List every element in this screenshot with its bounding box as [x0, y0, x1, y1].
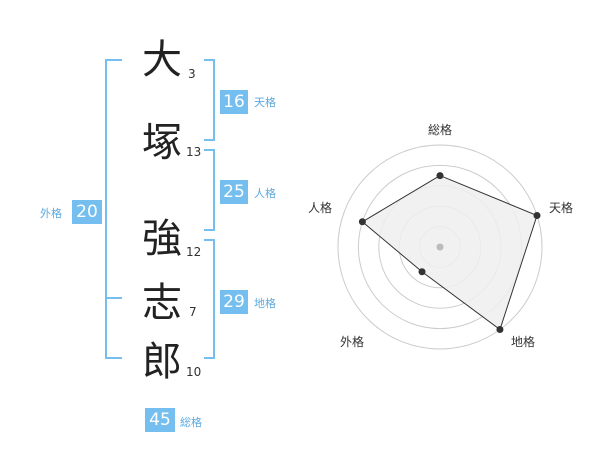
radar-center: [436, 243, 444, 251]
jinkaku-value: 25: [220, 180, 248, 204]
gaikaku-bracket: [105, 59, 122, 359]
name-char-2: 塚: [142, 120, 182, 166]
chikaku-value: 29: [220, 290, 248, 314]
radar-axis-label-4: 人格: [308, 201, 333, 215]
radar-polygon: [361, 175, 538, 331]
tenkaku-label: 天格: [254, 96, 276, 109]
radar-axis-label-0: 総格: [428, 123, 453, 137]
jinkaku-label: 人格: [254, 187, 276, 200]
name-char-3: 強: [142, 216, 182, 262]
gaikaku-label: 外格: [40, 207, 62, 220]
radar-point-4: [358, 218, 366, 226]
jinkaku-bracket: [204, 149, 215, 231]
radar-point-0: [436, 172, 444, 180]
gaikaku-value: 20: [72, 200, 102, 224]
radar-point-2: [496, 326, 504, 334]
radar-point-3: [418, 268, 426, 276]
radar-axis-label-2: 地格: [511, 335, 536, 349]
soukaku-value: 45: [145, 408, 175, 432]
radar-point-1: [533, 211, 541, 219]
tenkaku-value: 16: [220, 90, 248, 114]
radar-ring: [337, 144, 543, 350]
name-char-5: 郎: [142, 339, 182, 385]
name-char-4: 志: [142, 280, 182, 326]
soukaku-label: 総格: [180, 416, 202, 429]
name-char-1-strokes: 3: [188, 67, 196, 81]
name-char-1: 大: [142, 37, 182, 83]
name-char-2-strokes: 13: [186, 145, 202, 159]
name-char-3-strokes: 12: [186, 245, 202, 259]
chikaku-bracket: [204, 239, 215, 359]
chikaku-label: 地格: [254, 297, 276, 310]
name-char-5-strokes: 10: [186, 365, 202, 379]
radar-axis-label-3: 外格: [340, 335, 365, 349]
tenkaku-bracket: [204, 59, 215, 141]
radar-axis-label-1: 天格: [549, 201, 574, 215]
name-char-4-strokes: 7: [189, 305, 197, 319]
